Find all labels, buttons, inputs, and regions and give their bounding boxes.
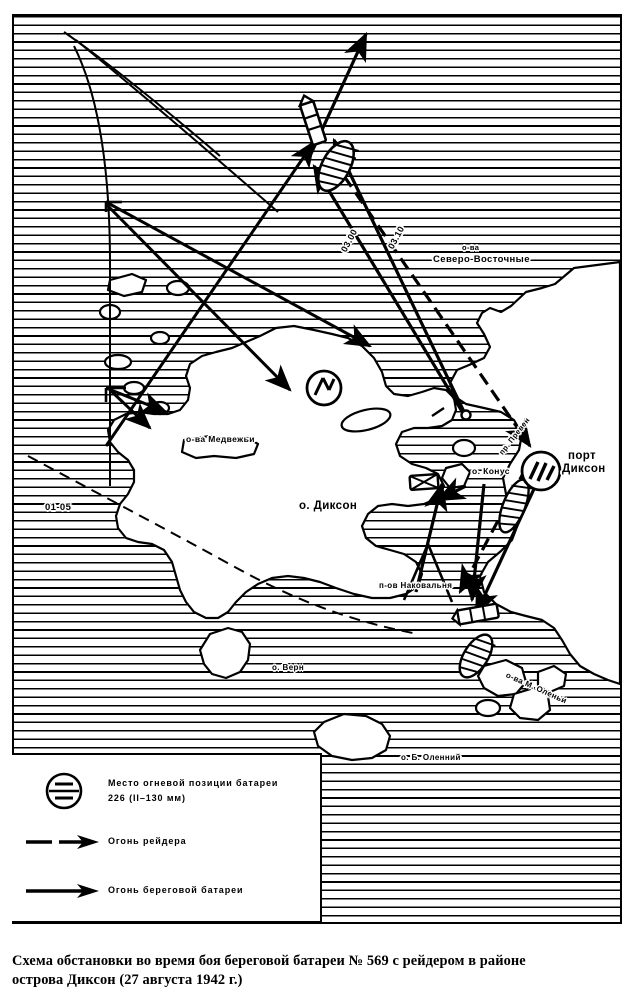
map-label-o-konus: о. Конус xyxy=(472,466,510,476)
port-dikson-symbol xyxy=(520,450,562,492)
islet-ne-1 xyxy=(106,272,148,298)
island-small-a xyxy=(103,353,133,371)
map-label-port-dikson-1: порт xyxy=(568,450,597,462)
legend-battery-label-2: 226 (II–130 мм) xyxy=(108,793,186,803)
overlay-layer xyxy=(27,31,562,679)
battery-circle-symbol xyxy=(45,772,83,810)
ship-damaged-lower-right xyxy=(458,633,496,679)
legend-battery-label-1: Место огневой позиции батареи xyxy=(108,778,279,788)
map-label-o-vern: о. Верн xyxy=(272,663,305,672)
track-dashed-sw xyxy=(27,455,419,635)
battery-fire-ray-1 xyxy=(105,200,372,348)
map-label-port-dikson-2: Диксон xyxy=(562,463,606,475)
island-konus xyxy=(451,438,477,458)
battery-226-symbol xyxy=(305,369,343,407)
ship-raider xyxy=(297,93,327,147)
islet-ne-4 xyxy=(149,330,171,346)
coastal-fire-down-2 xyxy=(474,475,542,617)
legend-box: Место огневой позиции батареи 226 (II–13… xyxy=(12,753,322,923)
island-medvezhi-2 xyxy=(180,434,260,460)
map-label-o-dikson: о. Диксон xyxy=(299,500,358,512)
island-vern xyxy=(198,626,252,680)
battery-link-line xyxy=(431,407,445,417)
legend-raider-fire-label: Огонь рейдера xyxy=(108,836,187,846)
coastal-fire-up-anvil xyxy=(414,481,448,593)
coastal-battery-ray-a xyxy=(332,137,468,417)
ship-west-of-port xyxy=(408,472,440,492)
ship-damaged-south-port xyxy=(498,478,533,534)
map-label-o-b-oleniy: о. Б. Оленний xyxy=(401,753,461,762)
island-medvezhi-1 xyxy=(340,407,392,433)
island-b-oleniy xyxy=(312,712,392,762)
island-olenyi-4 xyxy=(474,698,502,718)
battery-fire-ray-5 xyxy=(104,140,316,447)
ship-bottom-convoy xyxy=(450,602,500,628)
island-olenyi-2 xyxy=(508,686,552,722)
figure-caption: Схема обстановки во время боя береговой … xyxy=(12,952,624,991)
track-dashed-nw2 xyxy=(75,39,279,213)
battery-fire-ray-2 xyxy=(104,202,292,392)
coastal-fire-vee xyxy=(402,540,454,603)
dashed-arrow-symbol xyxy=(26,835,99,849)
map-label-o-va-medvezhi: о-ва Медвежьи xyxy=(186,434,255,444)
map-label-o-va-severo-vostochnye-2: Северо-Восточные xyxy=(433,254,530,265)
map-label-o-va-severo-vostochnye-1: о-ва xyxy=(462,243,480,252)
solid-arrow-symbol xyxy=(26,884,99,898)
raider-fire-to-port xyxy=(342,175,532,448)
map-label-time-0105: 01-05 xyxy=(45,502,72,513)
ship-damaged-north xyxy=(316,139,360,193)
map-label-p-ov-nakovalnya: п-ов Наковальня xyxy=(379,581,453,590)
track-curve-west xyxy=(73,45,112,486)
caption-line-1: Схема обстановки во время боя береговой … xyxy=(12,953,526,969)
legend-coastal-fire-label: Огонь береговой батареи xyxy=(108,885,244,895)
coastal-battery-ray-b xyxy=(312,163,468,419)
coastal-fire-down-1 xyxy=(462,483,487,603)
caption-line-2: острова Диксон (27 августа 1942 г.) xyxy=(12,972,243,989)
island-olenyi-3 xyxy=(536,664,568,694)
junction-dot xyxy=(460,409,472,421)
